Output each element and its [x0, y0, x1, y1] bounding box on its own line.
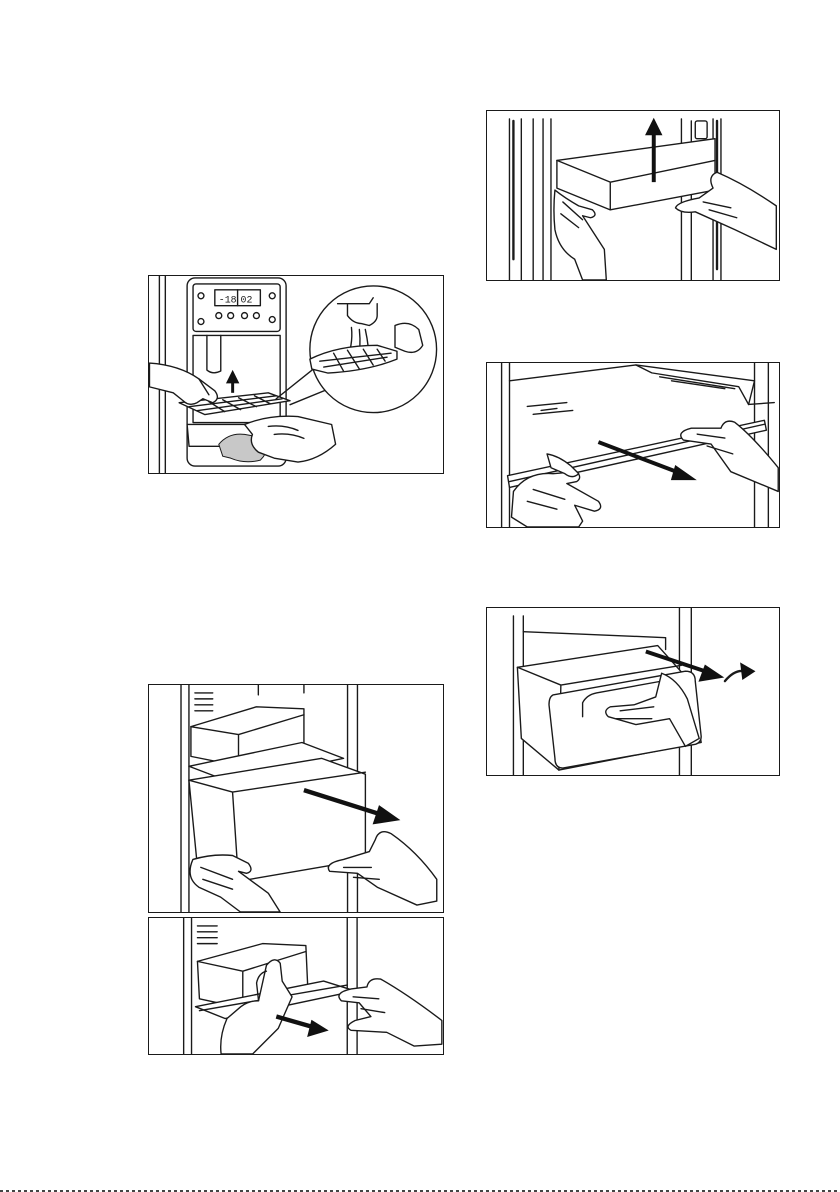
drawer-drawing — [487, 608, 779, 775]
dispenser-tray-drawing: -18 02 — [149, 276, 443, 473]
glass-shelf-drawing — [487, 363, 779, 527]
svg-text:-18: -18 — [219, 295, 237, 306]
door-bin-drawing — [487, 111, 779, 280]
svg-text:02: 02 — [241, 295, 253, 306]
crisper-drawing — [149, 685, 443, 912]
illustration-glass-shelf — [486, 362, 780, 528]
illustration-crisper — [148, 684, 444, 913]
illustration-dispenser-tray: -18 02 — [148, 275, 444, 474]
box-shelf-drawing — [149, 918, 443, 1054]
illustration-box-shelf — [148, 917, 444, 1055]
illustration-drawer — [486, 607, 780, 776]
illustration-door-bin — [486, 110, 780, 281]
